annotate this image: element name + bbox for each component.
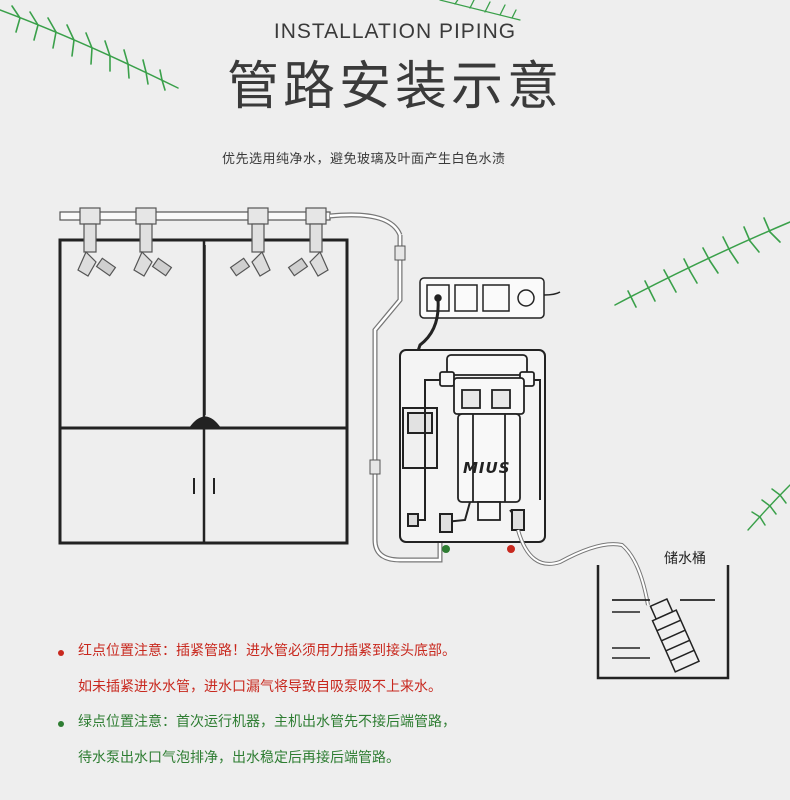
red-marker — [507, 545, 515, 553]
outlet-pipe — [369, 235, 443, 563]
green-note-dot — [58, 721, 64, 727]
manifold-pipe — [59, 207, 403, 277]
filter-icon — [649, 597, 701, 673]
cabinet — [58, 238, 349, 545]
green-marker — [442, 545, 450, 553]
leaf-bottom-right-icon — [747, 484, 790, 531]
pump-brand-label: MIUS — [463, 459, 511, 477]
title-chinese: 管路安装示意 — [226, 57, 563, 117]
green-note-line1: 绿点位置注意：首次运行机器，主机出水管先不接后端管路， — [78, 714, 456, 730]
water-bucket — [596, 565, 730, 680]
red-note-line1: 红点位置注意：插紧管路！进水管必须用力插紧到接头底部。 — [78, 643, 456, 659]
green-note-line2: 待水泵出水口气泡排净，出水稳定后再接后端管路。 — [78, 750, 400, 766]
bucket-label: 储水桶 — [664, 551, 706, 567]
red-note-line2: 如未插紧进水水管，进水口漏气将导致自吸泵吸不上来水。 — [78, 679, 442, 695]
leaf-top-left-icon — [0, 5, 179, 91]
suction-hose — [516, 529, 650, 606]
power-strip — [419, 277, 561, 319]
tank-inlet — [189, 245, 221, 428]
pump-hoses — [407, 379, 541, 533]
pump — [439, 354, 535, 521]
title-english: INSTALLATION PIPING — [273, 20, 517, 43]
leaf-top-right-icon — [439, 0, 521, 21]
subtitle: 优先选用纯净水，避免玻璃及叶面产生白色水渍 — [222, 152, 506, 167]
leaf-right-icon — [614, 217, 790, 308]
red-note-dot — [58, 650, 64, 656]
power-cable — [413, 299, 440, 408]
